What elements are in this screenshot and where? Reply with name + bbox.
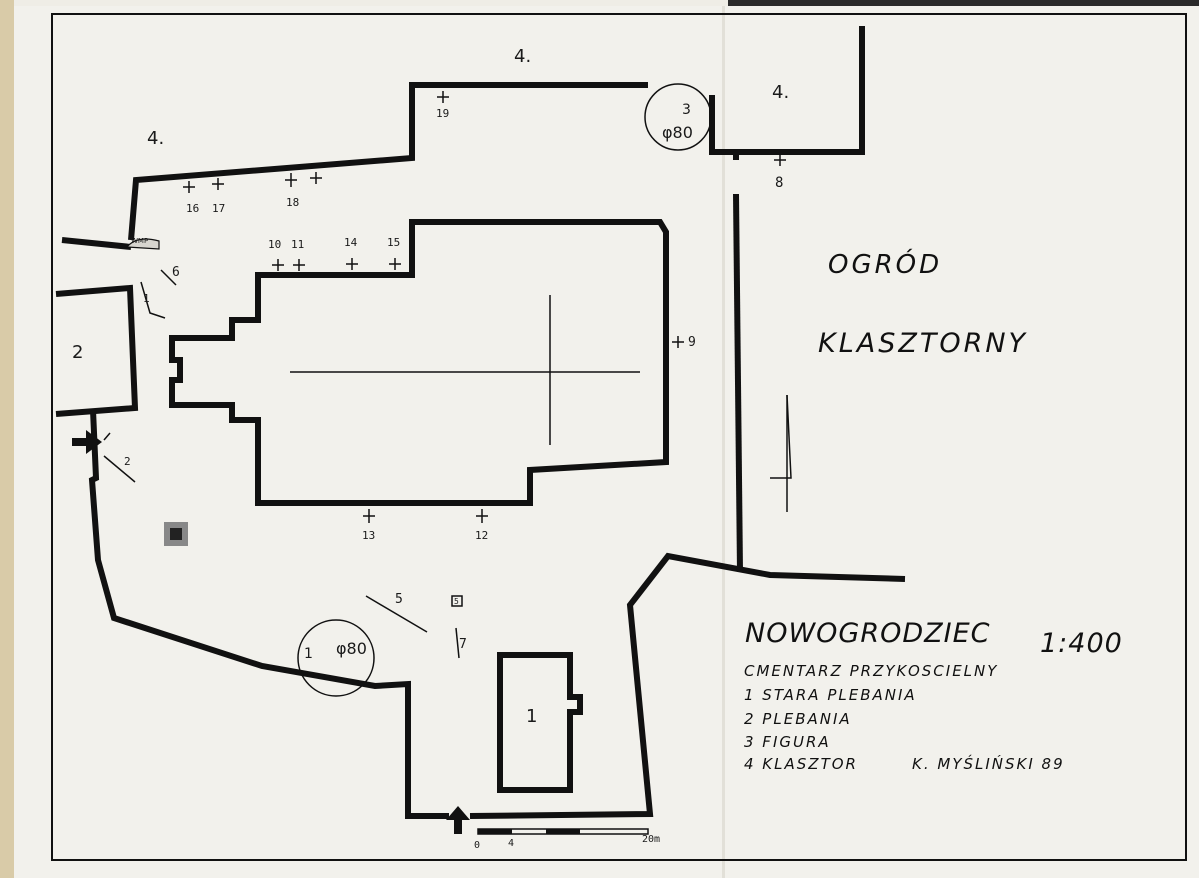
point-5: 5 <box>395 592 403 607</box>
view-markers <box>103 269 460 659</box>
legend-item-2: 2 PLEBANIA <box>744 710 852 728</box>
area-labels: 4. 4. 4. 2 1 3 φ80 1 φ80 WMP <box>72 46 789 727</box>
grave-crosses <box>183 91 786 523</box>
map-frame <box>51 13 1187 861</box>
point-19: 19 <box>436 107 449 120</box>
wmp-marker <box>125 238 160 250</box>
map-subtitle: CMENTARZ PRZYKOSCIELNY <box>744 662 998 680</box>
point-2: 2 <box>124 455 131 468</box>
label-klasztor-top: 4. <box>514 46 531 67</box>
wall-stub-left <box>61 237 132 250</box>
legend-item-1: 1 STARA PLEBANIA <box>744 686 917 704</box>
label-klasztor-left: 4. <box>147 128 164 149</box>
tomb-symbol <box>164 522 188 546</box>
label-klasztor-right: 4. <box>772 82 789 103</box>
author-signature: K. MYŚLIŃSKI 89 <box>912 754 1065 773</box>
point-6: 6 <box>172 265 180 280</box>
garden-wall <box>733 193 743 573</box>
church-axes <box>290 295 640 445</box>
paper-fold <box>722 6 725 878</box>
label-figura: 3 <box>682 102 691 118</box>
garden-label-line2: KLASZTORNY <box>818 328 1028 359</box>
church-outline <box>169 219 669 506</box>
entry-arrow-west <box>72 430 102 454</box>
point-9: 9 <box>688 335 696 350</box>
point-17: 17 <box>212 202 225 215</box>
map-title: NOWOGRODZIEC <box>745 618 991 649</box>
point-1: 1 <box>143 292 150 305</box>
point-7: 7 <box>459 637 467 652</box>
label-plebania: 2 <box>72 342 83 363</box>
tree-circle <box>297 619 375 697</box>
label-tree-dim: φ80 <box>336 639 367 658</box>
label-wmp: WMP <box>131 237 148 245</box>
scan-border <box>728 0 1199 8</box>
cloister-wall-east <box>709 26 865 155</box>
cloister-wall <box>128 82 648 241</box>
point-16: 16 <box>186 202 199 215</box>
north-arrow <box>770 394 792 512</box>
figura-circle <box>644 83 712 151</box>
entry-arrow-south <box>446 806 470 834</box>
scale-start: 0 <box>474 840 480 851</box>
label-stara-plebania: 1 <box>526 706 537 727</box>
paper-edge <box>0 0 14 878</box>
cemetery-wall-south <box>469 552 906 819</box>
point-14: 14 <box>344 236 358 249</box>
point-10: 10 <box>268 238 281 251</box>
scale-bar <box>477 828 649 835</box>
cemetery-wall-west <box>88 409 449 819</box>
point-5-box-label: 5 <box>454 597 459 606</box>
point-5-box <box>451 595 463 607</box>
point-labels: 1 2 5 5 6 7 8 9 10 11 13 12 14 15 16 17 … <box>124 107 783 851</box>
legend-item-3: 3 FIGURA <box>744 733 831 751</box>
legend-item-4: 4 KLASZTOR <box>744 755 858 773</box>
map-sheet <box>14 6 1199 878</box>
plebania-building <box>55 284 139 417</box>
garden-label-line1: OGRÓD <box>828 248 942 280</box>
point-11: 11 <box>291 238 304 251</box>
label-tree-number: 1 <box>304 646 313 662</box>
point-15: 15 <box>387 236 400 249</box>
map-scale: 1:400 <box>1040 628 1123 659</box>
scale-mid: 4 <box>508 838 514 849</box>
legend-block: OGRÓD KLASZTORNY NOWOGRODZIEC 1:400 CMEN… <box>744 248 1123 773</box>
label-figura-dim: φ80 <box>662 123 693 142</box>
stara-plebania-building <box>497 652 583 793</box>
walls <box>55 26 906 819</box>
point-8: 8 <box>775 175 783 191</box>
point-18: 18 <box>286 196 299 209</box>
point-13: 13 <box>362 529 375 542</box>
point-12: 12 <box>475 529 488 542</box>
scale-end: 20m <box>642 834 660 845</box>
